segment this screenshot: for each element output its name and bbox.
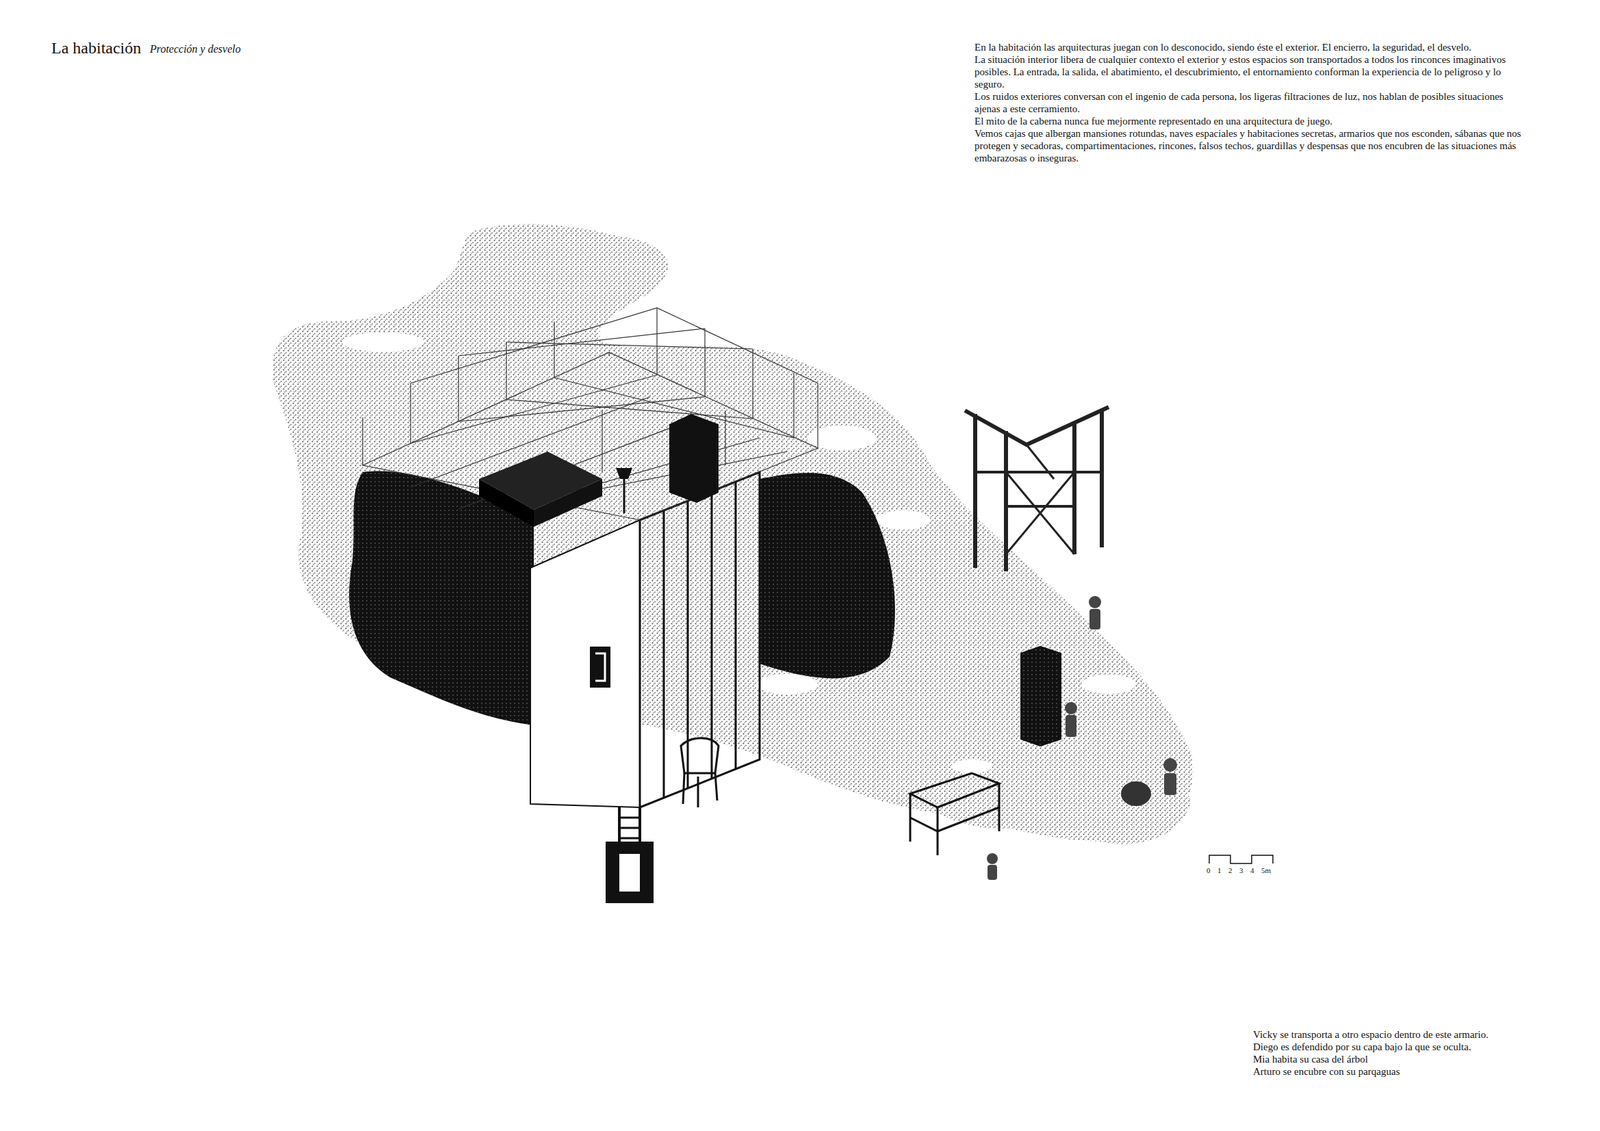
body-text: Los ruidos exteriores conversan con el i… (974, 90, 1522, 115)
scale-bar (1209, 855, 1273, 864)
body-text: Vemos cajas que albergan mansiones rotun… (974, 127, 1522, 165)
scale-number: 0 (1206, 866, 1211, 876)
furniture (479, 414, 719, 527)
scale-number: 2 (1228, 866, 1233, 876)
caption-line: Vicky se transporta a otro espacio dentr… (1253, 1028, 1568, 1041)
wall-mark (595, 653, 605, 681)
umbrella (1120, 781, 1152, 807)
caption-line: Mia habita su casa del árbol (1253, 1053, 1568, 1066)
figures (986, 596, 1178, 881)
scale-number: 1 (1217, 866, 1222, 876)
caption-line: Arturo se encubre con su parqaguas (1253, 1065, 1568, 1078)
table (910, 773, 1000, 856)
wall (530, 520, 640, 808)
body-text: El mito de la caberna nunca fue mejormen… (974, 114, 1522, 128)
ground-voids (342, 332, 1137, 774)
chair (680, 738, 719, 808)
scale-number: 4 (1250, 866, 1255, 876)
gate (639, 472, 760, 808)
body-text: La situación interior libera de cualquie… (974, 53, 1522, 91)
wardrobe (1021, 646, 1061, 746)
title: La habitación (51, 38, 141, 59)
caption-line: Diego es defendido por su capa bajo la q… (1253, 1040, 1568, 1054)
body-text: En la habitación las arquitecturas juega… (974, 41, 1522, 54)
scale-number: 5m (1261, 866, 1271, 876)
wall-opening (589, 646, 611, 688)
ground (272, 224, 1194, 845)
tree-house (964, 407, 1109, 572)
scale-number: 3 (1239, 866, 1244, 876)
subtitle: Protección y desvelo (149, 42, 241, 56)
ladder (605, 807, 654, 904)
